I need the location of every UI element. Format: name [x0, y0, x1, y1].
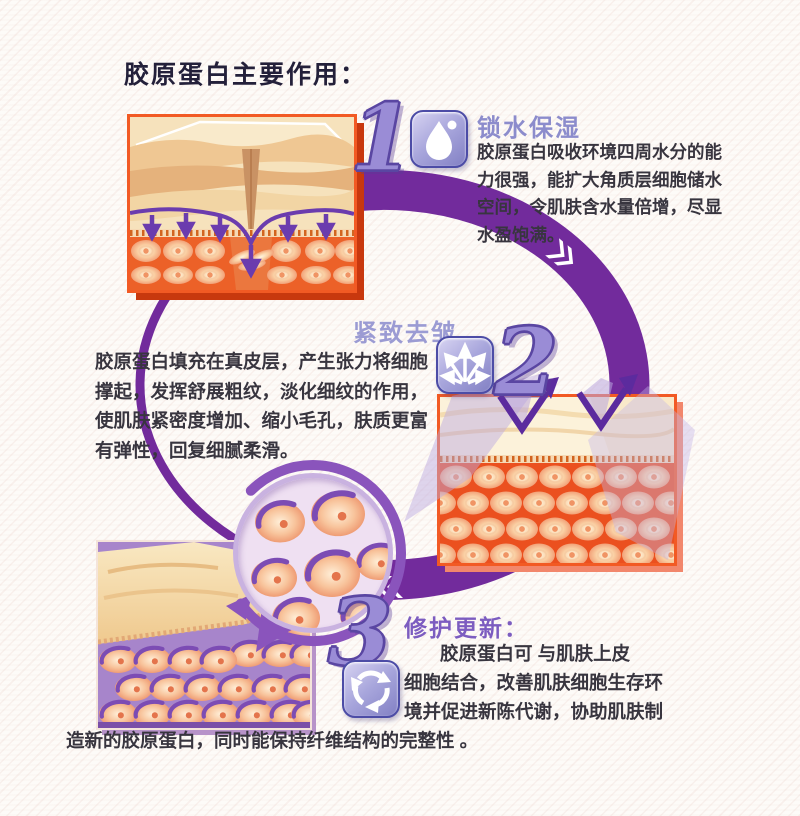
section1-heading: 锁水保湿: [477, 115, 581, 142]
renew-cycle-icon: [342, 660, 400, 718]
figure-skin-moisture: [127, 114, 357, 293]
section2-heading: 紧致去皱: [353, 320, 457, 347]
section3-heading: 修护更新：: [404, 615, 529, 641]
section3-body-line4: 造新的胶原蛋白，同时能保持纤维结构的完整性 。: [66, 730, 479, 751]
water-drop-icon: [410, 110, 468, 168]
section3-body-line1: 胶原蛋白可 与肌肤上皮: [440, 643, 631, 664]
spread-arrows-icon: [436, 336, 494, 394]
section3-body-line2: 细胞结合，改善肌肤细胞生存环: [404, 672, 664, 693]
page-title: 胶原蛋白主要作用：: [124, 61, 368, 89]
section1-body: 胶原蛋白吸收环境四周水分的能 力很强，能扩大角质层细胞储水 空间，令肌肤含水量倍…: [477, 142, 722, 245]
section2-body: 胶原蛋白填充在真皮层，产生张力将细胞 撑起，发挥舒展粗纹，淡化细纹的作用， 使肌…: [95, 351, 429, 461]
step-number-1: 1: [349, 84, 415, 192]
section3-body-line3: 境并促进新陈代谢，协助肌肤制: [404, 701, 664, 722]
step-number-2: 2: [493, 308, 559, 416]
